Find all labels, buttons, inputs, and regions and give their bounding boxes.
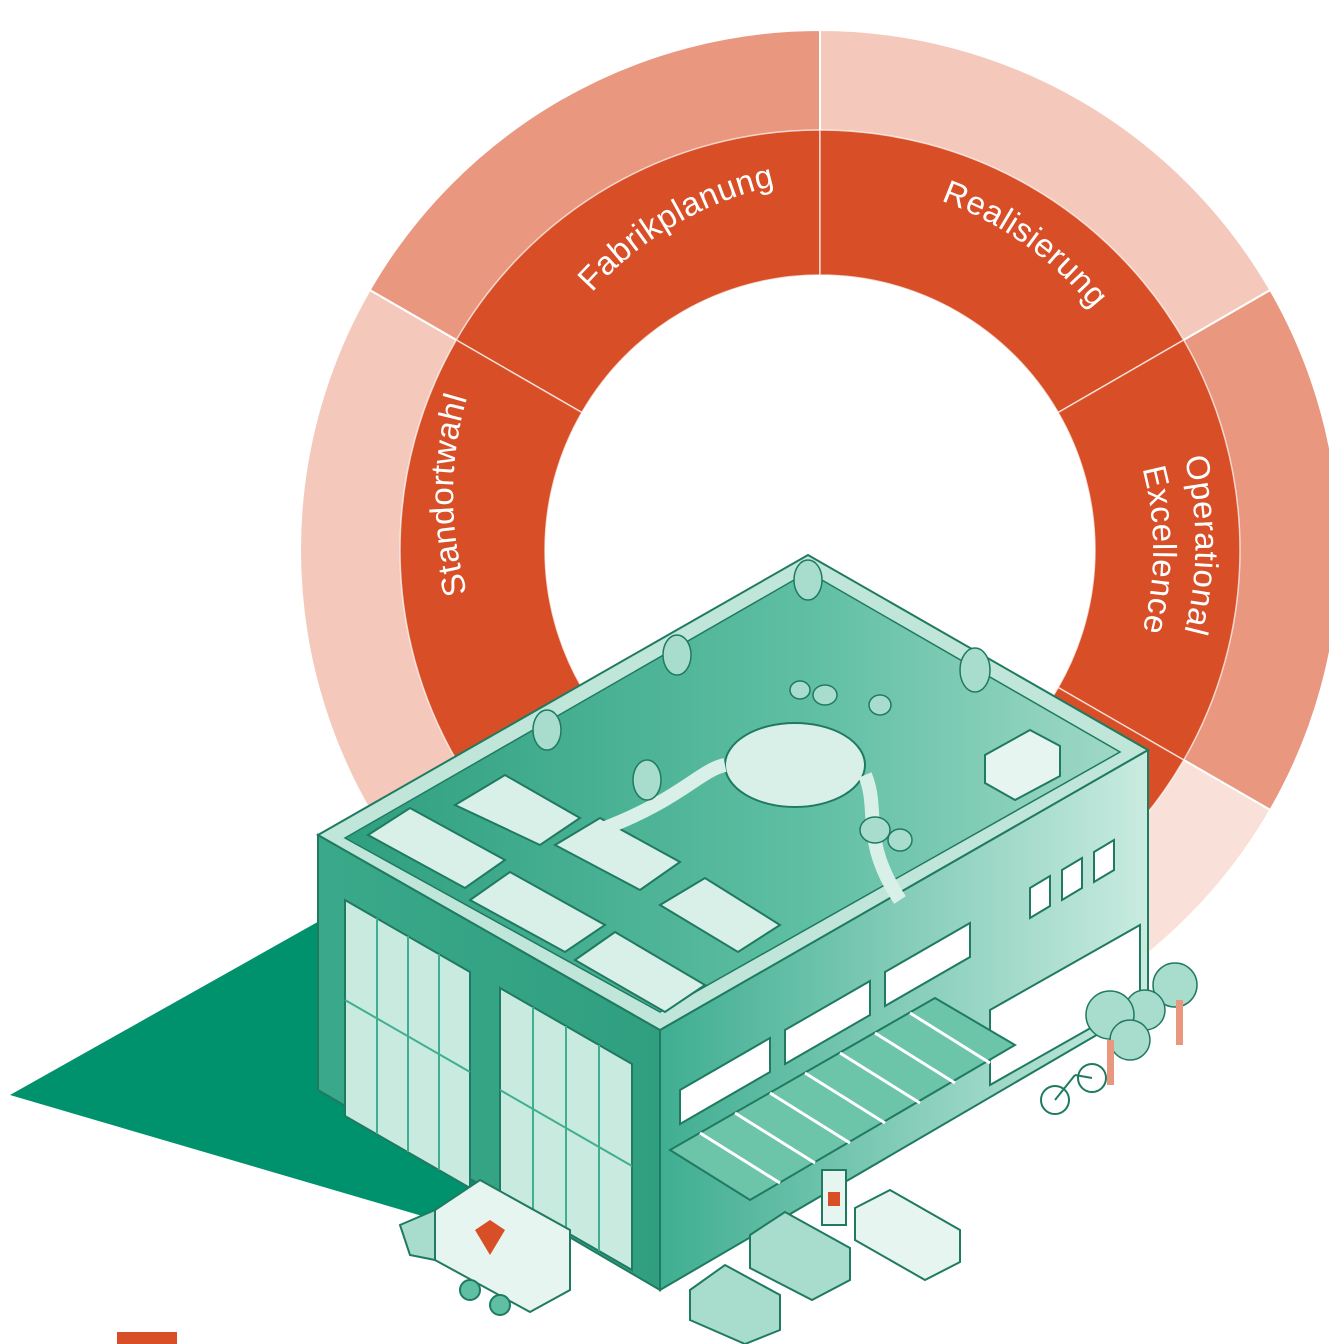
factory-building-illustration	[10, 553, 1198, 1344]
inner-segment-fabrikplanung	[455, 129, 821, 414]
ev-charging-station	[821, 1169, 847, 1226]
inner-segment-realisierung	[819, 129, 1185, 414]
accent-square	[117, 1332, 177, 1344]
inner-segment-operational	[1057, 338, 1241, 762]
left-window-mullions	[344, 918, 633, 1251]
roof-trees	[532, 559, 991, 852]
van-logo-icon	[475, 1220, 505, 1255]
roof-garden-skylight	[724, 722, 866, 808]
street-trees	[1085, 962, 1198, 1061]
delivery-van	[398, 1178, 571, 1316]
white-car	[854, 1188, 961, 1282]
right-wall-windows	[679, 838, 1141, 1126]
tree-trunks	[1107, 1000, 1183, 1085]
inner-segment-standortwahl	[399, 338, 583, 762]
awning-stripes	[699, 1011, 991, 1185]
entrance-awning	[668, 996, 1017, 1202]
solar-panels	[366, 773, 782, 1014]
parked-cars	[689, 1188, 961, 1344]
bicycle	[1040, 1063, 1107, 1115]
rooftop-hvac-unit	[984, 728, 1061, 802]
